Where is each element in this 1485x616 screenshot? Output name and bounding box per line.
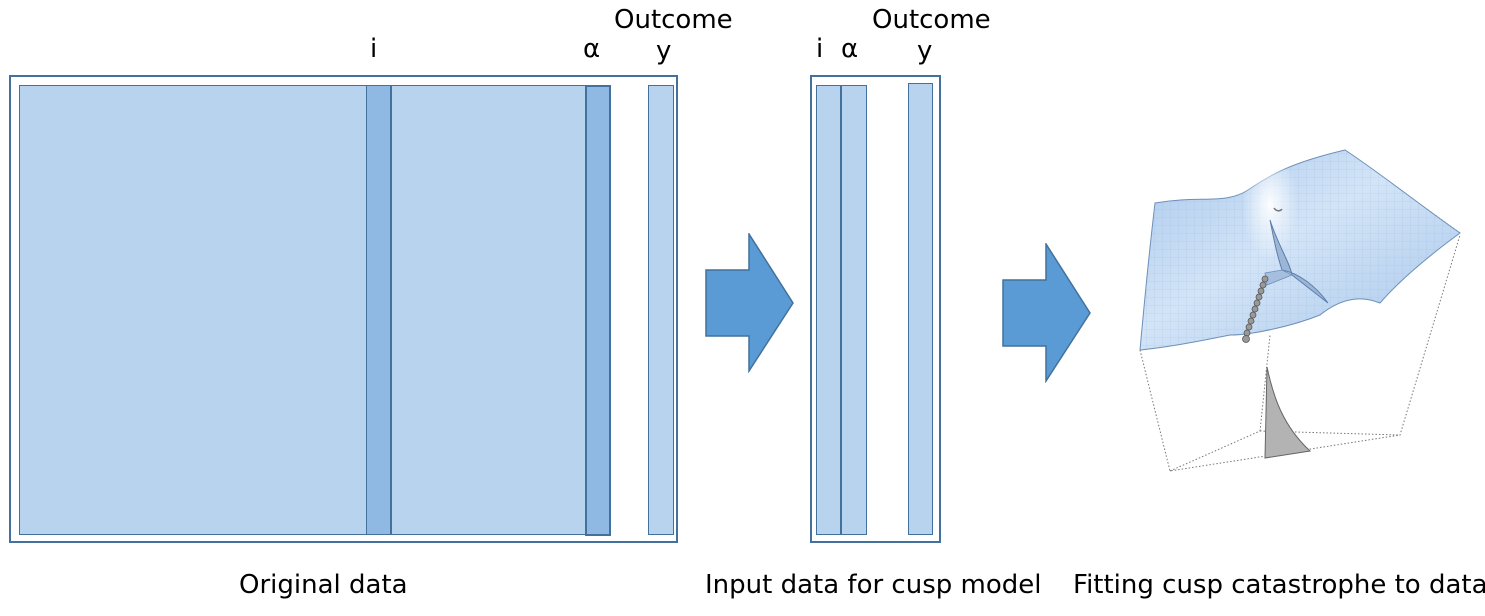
cusp-fold — [1269, 219, 1329, 304]
bifurcation-set — [1264, 366, 1312, 459]
column-y-label: y — [917, 36, 933, 66]
data-block-right — [391, 85, 587, 535]
caption-fitting-cusp: Fitting cusp catastrophe to data — [1073, 570, 1485, 600]
data-block-left — [19, 85, 377, 535]
column-y — [648, 85, 674, 535]
caption-input-data: Input data for cusp model — [705, 570, 1042, 600]
data-points — [1242, 275, 1269, 343]
column-i-label: i — [816, 34, 824, 64]
column-alpha — [841, 85, 867, 535]
column-alpha-label: α — [583, 34, 601, 64]
right-arrow-icon — [1002, 243, 1091, 383]
cusp-catastrophe-surface — [1139, 149, 1461, 472]
column-alpha — [585, 85, 611, 536]
outcome-label: Outcome — [614, 5, 733, 35]
right-arrow-icon — [705, 233, 794, 373]
cusp-input-table — [810, 75, 941, 543]
column-y-label: y — [656, 36, 672, 66]
column-i-label: i — [370, 34, 378, 64]
column-i — [816, 85, 841, 535]
column-i — [366, 85, 391, 535]
column-y — [908, 83, 933, 535]
original-data-table — [9, 75, 678, 543]
outcome-label: Outcome — [872, 5, 991, 35]
caption-original-data: Original data — [239, 570, 408, 600]
column-alpha-label: α — [841, 34, 859, 64]
